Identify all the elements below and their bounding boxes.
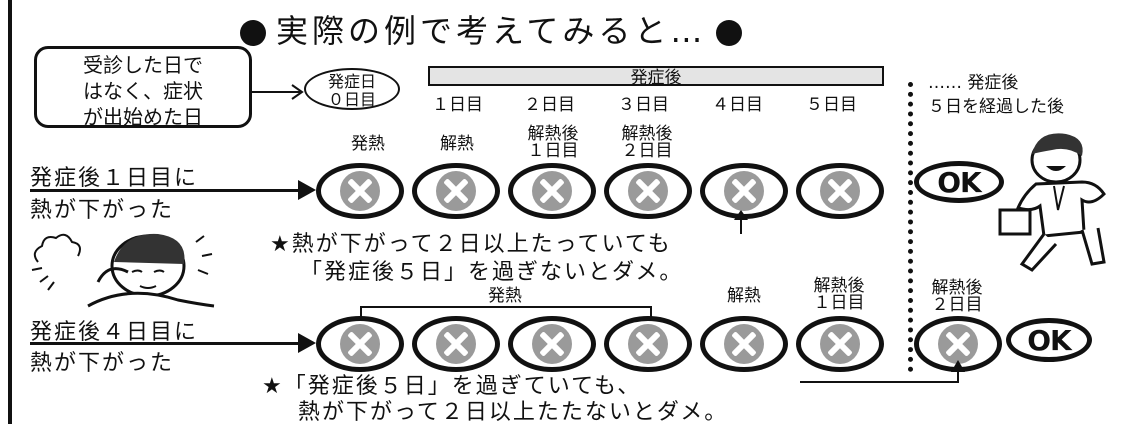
onset-day-bubble: 発症日 ０日目 — [304, 68, 400, 110]
up-arrow-icon — [734, 210, 748, 234]
circle-label: 解熱 — [727, 286, 761, 306]
fever-bracket-label: 発熱 — [488, 286, 522, 306]
cross-icon — [604, 316, 692, 372]
after-onset-bar: 発症後 — [428, 66, 884, 88]
page-title: 実際の例で考えてみると… — [230, 6, 752, 52]
after-five-days-sub: ５日を経過した後 — [928, 97, 1064, 117]
sick-person-icon — [31, 233, 215, 308]
cross-icon — [316, 163, 404, 219]
cross-icon — [796, 316, 884, 372]
connector-arrow-icon — [800, 360, 965, 383]
cross-icon — [412, 316, 500, 372]
ok-badge-icon: OK — [914, 161, 1004, 203]
arrow-right-icon — [298, 333, 316, 353]
cross-icon — [412, 163, 500, 219]
cross-icon — [508, 163, 596, 219]
day-label: ３日目 — [618, 95, 669, 115]
day-label: ４日目 — [712, 95, 763, 115]
case1-note-2: 「発症後５日」を過ぎないとダメ。 — [300, 260, 684, 285]
circle-label: 発熱 — [351, 134, 385, 154]
fever-bracket — [360, 306, 652, 320]
title-text: 実際の例で考えてみると… — [276, 12, 707, 50]
note-line: はなく、症状 — [83, 79, 203, 103]
ok-badge-icon: OK — [1006, 318, 1092, 362]
pointer-arrow-icon — [252, 84, 304, 100]
cross-icon — [700, 316, 788, 372]
note-line: 受診した日で — [83, 53, 203, 77]
case1-label-2: 熱が下がった — [30, 198, 175, 223]
note-line: が出始めた日 — [83, 105, 203, 129]
left-rule — [8, 0, 12, 424]
day-label: １日目 — [432, 95, 483, 115]
cross-icon — [316, 316, 404, 372]
circle-label: 解熱 — [440, 134, 474, 154]
case2-note: ★「発症後５日」を過ぎていても、 — [262, 374, 642, 399]
case1-arrow-line — [30, 189, 300, 192]
cross-icon — [796, 163, 884, 219]
after-five-days-label: …… 発症後 — [928, 73, 1019, 93]
case2-label: 発症後４日目に — [30, 320, 199, 345]
arrow-right-icon — [298, 180, 316, 200]
day-label: ５日目 — [806, 95, 857, 115]
cross-icon — [604, 163, 692, 219]
case1-label: 発症後１日目に — [30, 166, 199, 191]
bullet-icon — [716, 20, 743, 46]
onset-day-number: ０日目 — [327, 90, 376, 109]
case2-label-2: 熱が下がった — [30, 351, 175, 376]
cross-icon — [508, 316, 596, 372]
case2-note-2: 熱が下がって２日以上たたないとダメ。 — [298, 400, 729, 425]
day-label: ２日目 — [524, 95, 575, 115]
note-box: 受診した日で はなく、症状 が出始めた日 — [34, 46, 252, 129]
running-person-icon — [998, 133, 1106, 272]
bullet-icon — [240, 20, 266, 46]
dotted-divider — [908, 82, 913, 372]
case2-arrow-line — [30, 342, 300, 345]
onset-day-label: 発症日 — [327, 72, 376, 91]
case1-note: ★熱が下がって２日以上たっていても — [270, 232, 672, 257]
